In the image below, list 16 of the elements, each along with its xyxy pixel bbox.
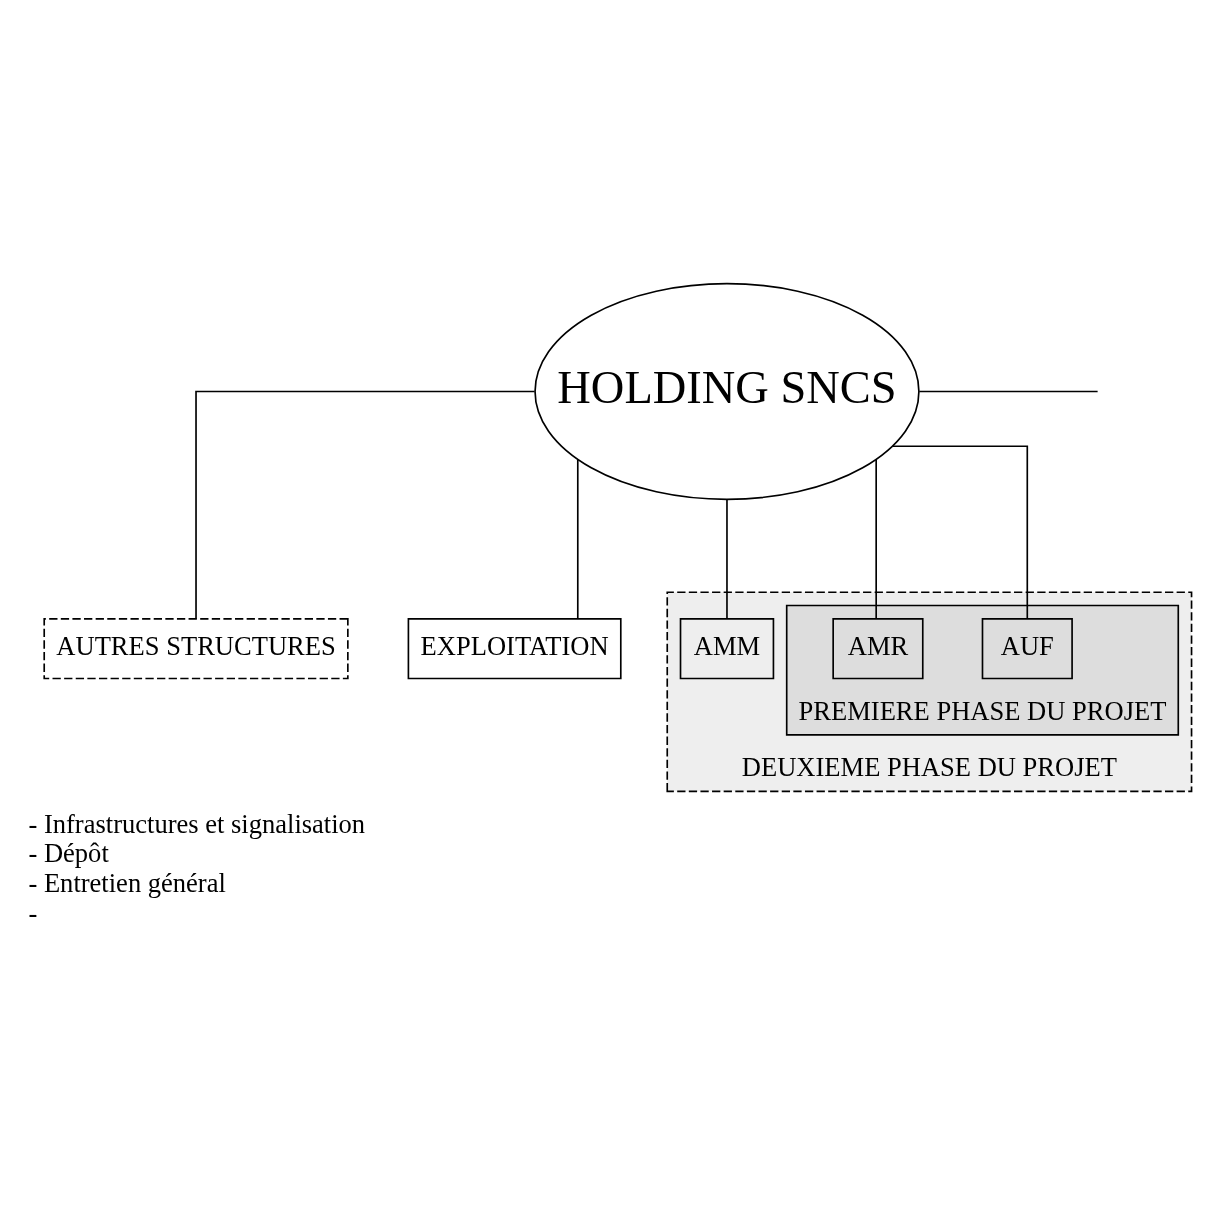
node-box: AUTRES STRUCTURES xyxy=(43,617,349,680)
node-label: - xyxy=(28,898,38,929)
node-box: EXPLOITATION xyxy=(407,617,622,680)
connector xyxy=(726,498,728,620)
node-box: AMR xyxy=(832,617,924,680)
node-label: - Entretien général xyxy=(28,868,226,899)
connector xyxy=(892,445,1029,620)
connector xyxy=(195,390,536,620)
node-box: AMM xyxy=(679,617,775,680)
node-label: - Dépôt xyxy=(28,838,109,869)
node-ellipse: HOLDING SNCS xyxy=(534,282,920,501)
connector xyxy=(875,458,877,620)
connector xyxy=(918,390,1099,393)
node-label: - Infrastructures et signalisation xyxy=(28,808,366,839)
connector xyxy=(576,458,579,620)
node-box: AUF xyxy=(981,617,1073,680)
